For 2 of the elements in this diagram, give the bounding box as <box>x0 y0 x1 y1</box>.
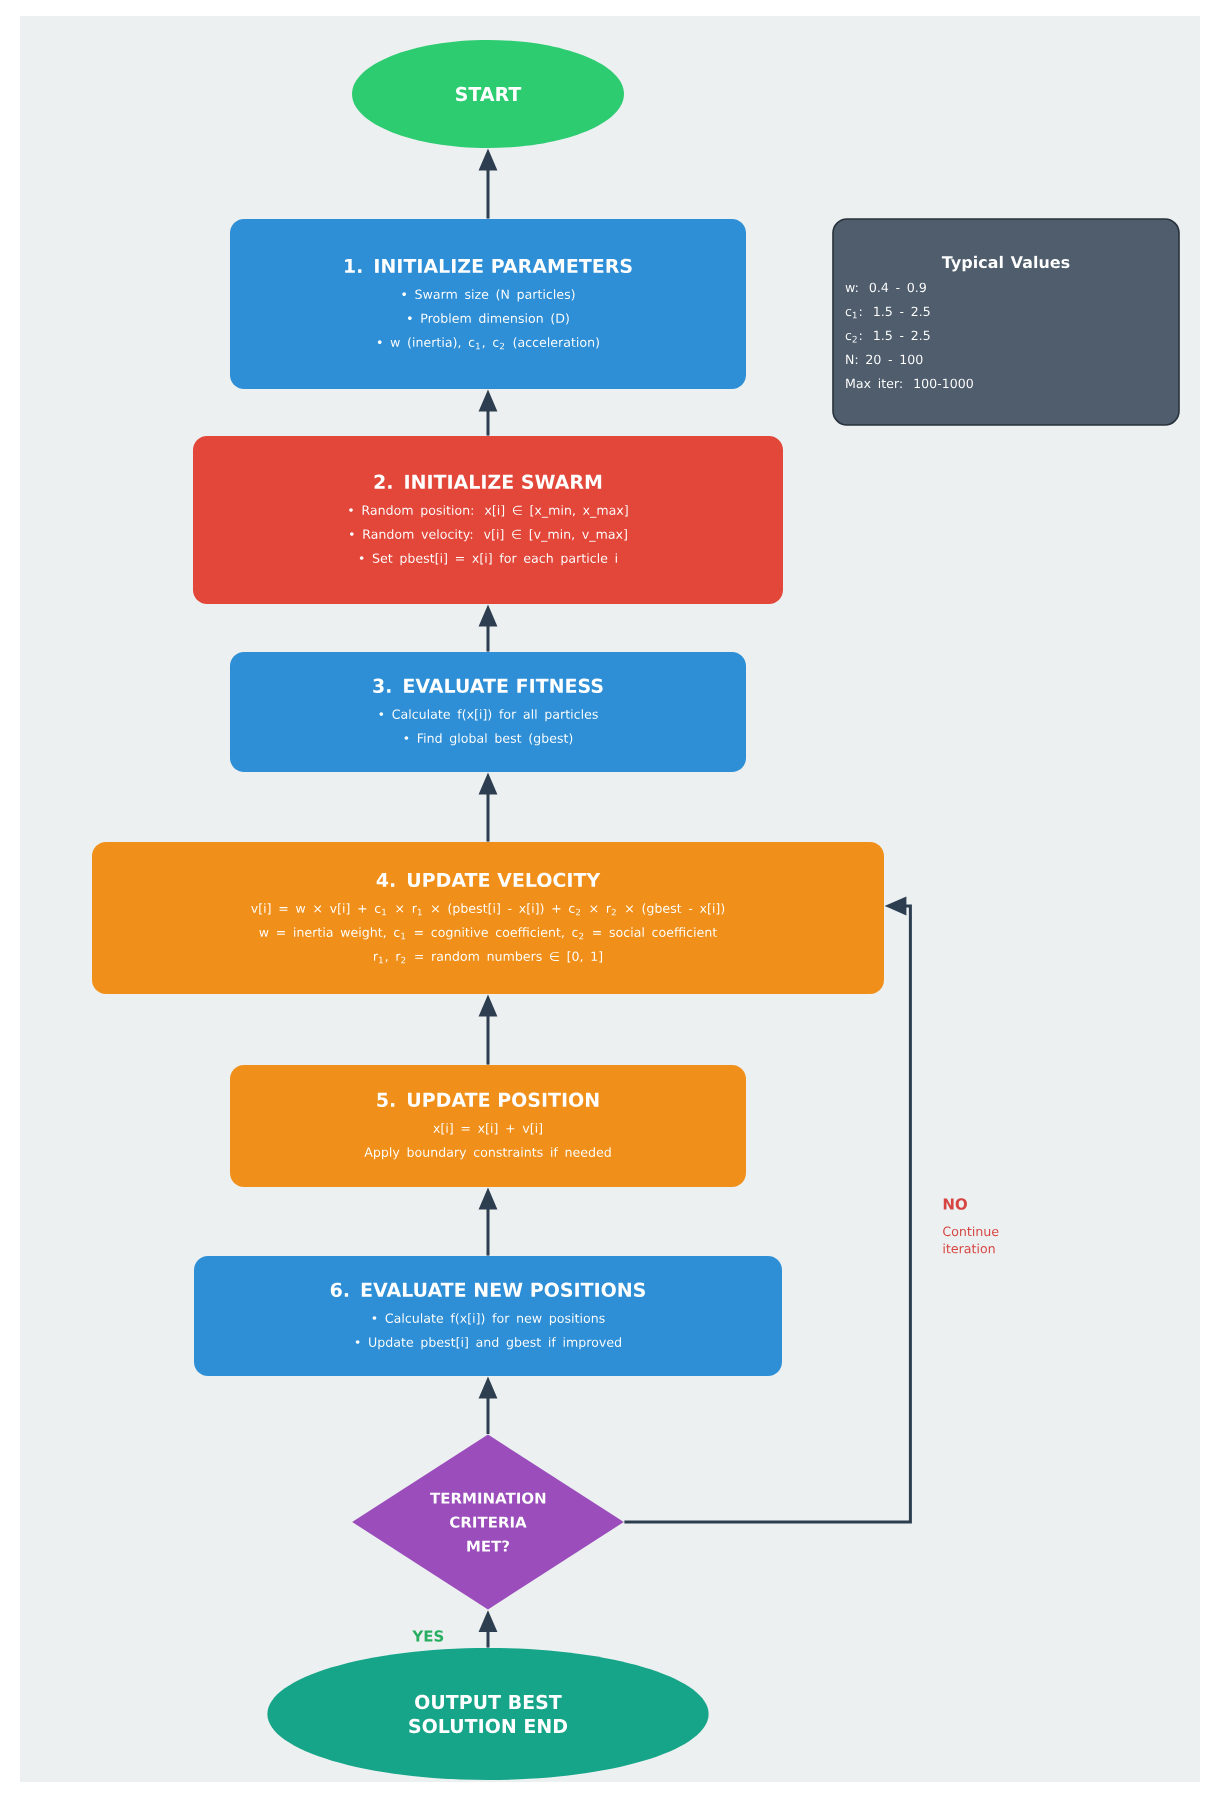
start-oval: START <box>352 40 624 148</box>
end-oval: OUTPUT BEST SOLUTION END <box>267 1648 709 1780</box>
